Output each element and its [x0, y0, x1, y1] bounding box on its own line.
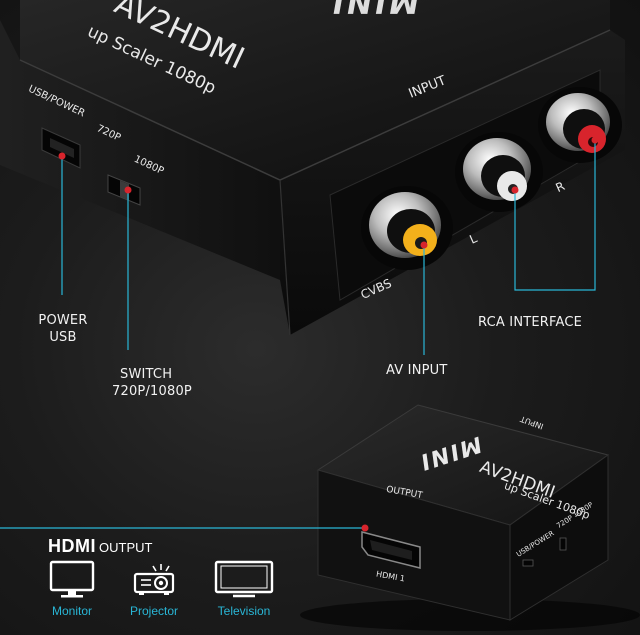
- projector-icon: [133, 564, 175, 595]
- output-device-projector-label: Projector: [129, 604, 179, 618]
- usb-port-large: [41, 127, 81, 169]
- callout-lines: [61, 140, 596, 355]
- rca-jack-yellow: [361, 186, 453, 270]
- rca-jack-red: [538, 87, 622, 163]
- hdmi-output-heading-bold: HDMI: [48, 536, 96, 556]
- callout-line-rca: [514, 140, 596, 291]
- monitor-icon: [49, 560, 95, 598]
- large-box-left-face: [0, 20, 280, 280]
- callout-power-line1: POWER: [38, 313, 88, 328]
- hdmi-output-heading-rest: OUTPUT: [99, 540, 153, 555]
- rca-jack-white: [455, 132, 543, 212]
- small-box-right-face: [509, 454, 609, 621]
- callout-power-usb: POWER USB: [30, 312, 96, 346]
- large-box-logo: MINI: [326, 0, 423, 19]
- hdmi-port: [361, 531, 421, 569]
- output-device-monitor-label: Monitor: [51, 604, 92, 618]
- callout-switch-line1: SWITCH: [120, 367, 173, 382]
- callout-dots: [58, 136, 599, 249]
- television-icon: [214, 560, 274, 598]
- callout-switch-line2: 720P/1080P: [112, 384, 192, 399]
- output-device-projector: Projector: [114, 560, 194, 618]
- large-box-top-face: [20, 0, 610, 180]
- output-device-monitor: Monitor: [32, 560, 112, 618]
- usb-port-small: [522, 559, 534, 567]
- small-converter-box: [300, 404, 640, 631]
- resolution-switch-small: [559, 537, 567, 551]
- output-device-television: Television: [204, 560, 284, 618]
- callout-rca-interface: RCA INTERFACE: [478, 315, 583, 330]
- output-device-television-label: Television: [217, 604, 271, 618]
- callout-av-input: AV INPUT: [386, 363, 448, 378]
- resolution-switch-large: [107, 174, 141, 206]
- callout-power-line2: USB: [49, 330, 77, 345]
- callout-switch: SWITCH 720P/1080P: [112, 366, 192, 400]
- hdmi-callout: [0, 524, 369, 532]
